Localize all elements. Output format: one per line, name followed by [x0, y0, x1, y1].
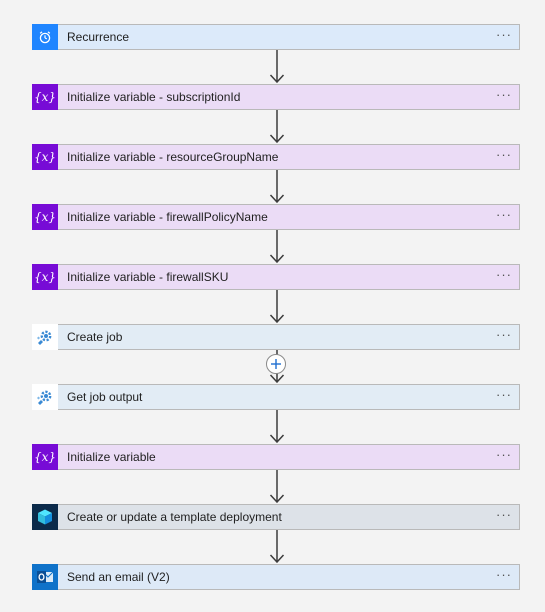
step-initialize-variable-resourcegroupname[interactable]: {x} Initialize variable - resourceGroupN…: [32, 143, 520, 170]
arrow-connector: [269, 230, 285, 264]
step-create-or-update-template-deployment[interactable]: Create or update a template deployment ·…: [32, 503, 520, 530]
step-title: Recurrence: [67, 30, 130, 44]
arrow-connector: [269, 50, 285, 84]
more-options-icon[interactable]: ···: [496, 566, 512, 582]
step-title: Initialize variable - firewallPolicyName: [67, 210, 268, 224]
step-title: Create job: [67, 330, 123, 344]
arrow-connector: [269, 470, 285, 504]
arrow-connector: [269, 170, 285, 204]
arrow-connector: [269, 530, 285, 564]
step-get-job-output[interactable]: Get job output ···: [32, 383, 520, 410]
step-create-job[interactable]: Create job ···: [32, 323, 520, 350]
step-initialize-variable[interactable]: {x} Initialize variable ···: [32, 443, 520, 470]
step-title: Initialize variable - firewallSKU: [67, 270, 229, 284]
more-options-icon[interactable]: ···: [496, 326, 512, 342]
variable-icon: {x}: [32, 203, 58, 230]
step-title: Send an email (V2): [67, 570, 170, 584]
more-options-icon[interactable]: ···: [496, 446, 512, 462]
step-recurrence[interactable]: Recurrence ···: [32, 23, 520, 50]
variable-icon: {x}: [32, 143, 58, 170]
step-title: Initialize variable: [67, 450, 156, 464]
more-options-icon[interactable]: ···: [496, 26, 512, 42]
step-initialize-variable-firewallpolicyname[interactable]: {x} Initialize variable - firewallPolicy…: [32, 203, 520, 230]
more-options-icon[interactable]: ···: [496, 86, 512, 102]
arrow-connector: [269, 410, 285, 444]
variable-icon: {x}: [32, 443, 58, 470]
automation-gear-icon: [32, 323, 58, 350]
more-options-icon[interactable]: ···: [496, 206, 512, 222]
cube-icon: [32, 503, 58, 530]
step-title: Create or update a template deployment: [67, 510, 282, 524]
alarm-clock-icon: [32, 23, 58, 50]
step-initialize-variable-subscriptionid[interactable]: {x} Initialize variable - subscriptionId…: [32, 83, 520, 110]
more-options-icon[interactable]: ···: [496, 386, 512, 402]
step-send-an-email-v2[interactable]: Send an email (V2) ···: [32, 563, 520, 590]
more-options-icon[interactable]: ···: [496, 506, 512, 522]
arrow-connector: [269, 110, 285, 144]
step-title: Initialize variable - subscriptionId: [67, 90, 241, 104]
variable-icon: {x}: [32, 83, 58, 110]
automation-gear-icon: [32, 383, 58, 410]
arrow-connector: [269, 290, 285, 324]
plus-icon: [271, 359, 281, 369]
step-title: Initialize variable - resourceGroupName: [67, 150, 279, 164]
variable-icon: {x}: [32, 263, 58, 290]
step-title: Get job output: [67, 390, 143, 404]
insert-step-button[interactable]: [266, 354, 286, 374]
outlook-mail-icon: [32, 563, 58, 590]
more-options-icon[interactable]: ···: [496, 266, 512, 282]
step-initialize-variable-firewallsku[interactable]: {x} Initialize variable - firewallSKU ··…: [32, 263, 520, 290]
more-options-icon[interactable]: ···: [496, 146, 512, 162]
